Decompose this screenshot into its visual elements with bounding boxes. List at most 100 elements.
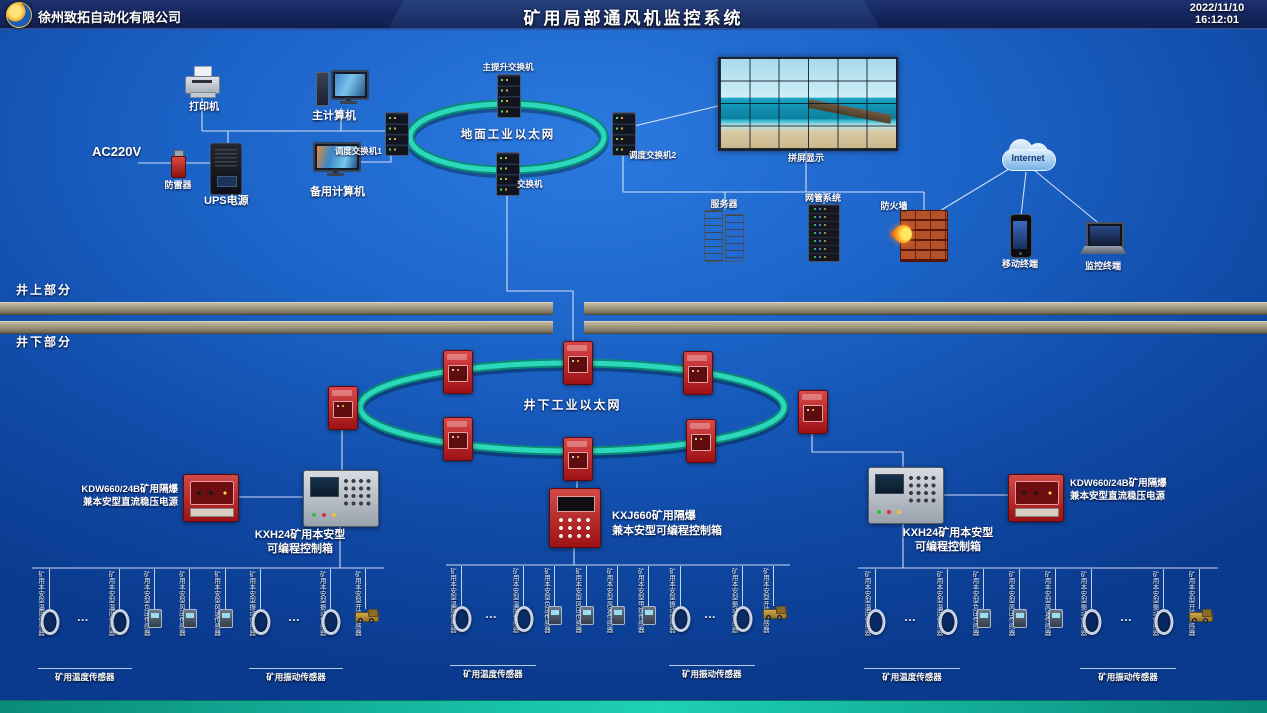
flameproof-switch-icon[interactable]: [443, 417, 473, 461]
left-programmable-control-box-icon[interactable]: [303, 470, 379, 527]
machine-sensor-icon[interactable]: [1189, 609, 1213, 623]
lightning-arrester-icon[interactable]: [170, 150, 186, 178]
sensor-ellipsis: …: [288, 610, 301, 624]
instrument-sensor-icon[interactable]: [148, 609, 163, 628]
sensor-slot: 矿用本安型温度传感器: [862, 569, 890, 669]
machine-body: [763, 609, 788, 619]
sensor-screen: [1016, 613, 1024, 618]
switch-indicator-strip: [802, 394, 822, 400]
instrument-sensor-icon[interactable]: [1049, 609, 1063, 628]
internet-label: Internet: [1011, 153, 1045, 163]
flameproof-switch-icon[interactable]: [563, 437, 593, 481]
sensor-slot: 矿用本安型振动传感器: [729, 566, 757, 666]
instrument-sensor-icon[interactable]: [1013, 609, 1027, 628]
sensor-slot: 矿用本安型温度传感器: [36, 569, 64, 669]
instrument-sensor-icon[interactable]: [548, 606, 563, 625]
control-box-buttons: [907, 474, 937, 504]
ring-sensor-icon[interactable]: [40, 609, 60, 635]
instrument-sensor-icon[interactable]: [579, 606, 594, 625]
nms-rack-icon[interactable]: [808, 204, 840, 262]
machine-sensor-icon[interactable]: [355, 609, 380, 623]
ring-sensor-icon[interactable]: [733, 606, 753, 632]
sensor-group-line: [449, 665, 537, 666]
monitor-terminal-icon[interactable]: [1080, 222, 1126, 256]
ring-sensor-icon[interactable]: [1154, 609, 1174, 635]
ring-sensor-icon[interactable]: [866, 609, 886, 635]
sensor-screen: [551, 610, 560, 615]
main-computer-icon[interactable]: [316, 70, 369, 108]
trunk-wire: [506, 192, 574, 362]
instrument-sensor-icon[interactable]: [977, 609, 991, 628]
arrester-body: [171, 156, 186, 178]
internet-cloud-icon[interactable]: Internet: [998, 136, 1058, 174]
sensor-label: 矿用本安型温度传感器: [36, 571, 44, 636]
ring-sensor-icon[interactable]: [452, 606, 472, 632]
switch-panel: [568, 452, 588, 469]
instrument-sensor-icon[interactable]: [642, 606, 657, 625]
sensor-drop-line: [742, 566, 744, 606]
flameproof-switch-icon[interactable]: [328, 386, 358, 430]
ups-panel: [217, 176, 237, 187]
ring-sensor-icon[interactable]: [110, 609, 130, 635]
sensor-slot: 矿用本安型负压传感器: [141, 569, 169, 669]
arrester-label: 防雷器: [164, 180, 192, 190]
ring-sensor-icon[interactable]: [1082, 609, 1102, 635]
sensor-drop-line: [1163, 569, 1164, 609]
printer-tray: [190, 92, 216, 98]
left-dc-power-supply-icon[interactable]: [183, 474, 239, 522]
left-power-label-line1: KDW660/24B矿用隔爆: [81, 484, 178, 495]
ring-sensor-icon[interactable]: [938, 609, 958, 635]
sensor-slot: 矿用本安型温度传感器: [510, 566, 538, 666]
flameproof-switch-icon[interactable]: [798, 390, 828, 434]
ups-label: UPS电源: [204, 195, 249, 207]
backup-computer-label: 备用计算机: [310, 186, 365, 198]
ups-icon[interactable]: [210, 143, 242, 195]
switch-indicator-strip: [567, 441, 587, 447]
power-panel: [190, 481, 234, 505]
flameproof-switch-icon[interactable]: [683, 351, 713, 395]
time-value: 16:12:01: [1194, 14, 1240, 26]
sensor-drop-line: [1199, 569, 1200, 609]
mobile-terminal-icon[interactable]: [1010, 214, 1032, 258]
machine-sensor-icon[interactable]: [763, 606, 788, 620]
flameproof-switch-icon[interactable]: [443, 350, 473, 394]
instrument-sensor-icon[interactable]: [183, 609, 198, 628]
video-wall-icon[interactable]: [718, 57, 898, 151]
printer-icon[interactable]: [184, 66, 220, 98]
switch-panel: [333, 401, 353, 418]
firewall-icon[interactable]: [890, 210, 948, 262]
dispatch-switch-1-icon[interactable]: [385, 112, 409, 156]
ring-sensor-icon[interactable]: [321, 609, 341, 635]
sensor-slot: 矿用本安型风速传感器: [1042, 569, 1070, 669]
sensor-slot: 矿用本安型温度传感器: [934, 569, 962, 669]
monitor-base: [327, 173, 344, 176]
sensor-screen: [151, 613, 160, 618]
center-programmable-control-box-icon[interactable]: [549, 488, 601, 548]
server-label: 服务器: [710, 199, 738, 209]
flameproof-switch-icon[interactable]: [563, 341, 593, 385]
sensor-drop-line: [875, 569, 876, 609]
sensor-drop-line: [648, 566, 650, 606]
firewall-label: 防火墙: [880, 201, 908, 211]
ups-vents: [215, 149, 237, 169]
instrument-sensor-icon[interactable]: [611, 606, 625, 625]
right-power-label-line2: 兼本安型直流稳压电源: [1070, 491, 1166, 502]
main-switch-icon[interactable]: [497, 74, 521, 118]
sensor-group-label: 矿用温度传感器: [55, 672, 115, 682]
switch-indicator-strip: [332, 390, 352, 396]
flameproof-switch-icon[interactable]: [686, 419, 716, 463]
sensor-slot: 矿用本安型开停传感器: [1186, 569, 1214, 669]
control-box-buttons: [557, 516, 593, 538]
power-nameplate: [1015, 508, 1059, 517]
ring-sensor-icon[interactable]: [251, 609, 271, 635]
company-logo-icon: [6, 2, 32, 28]
ring-sensor-icon[interactable]: [671, 606, 691, 632]
server-icon[interactable]: [704, 210, 744, 262]
right-dc-power-supply-icon[interactable]: [1008, 474, 1064, 522]
instrument-sensor-icon[interactable]: [218, 609, 233, 628]
ring-sensor-icon[interactable]: [514, 606, 534, 632]
control-box-buttons: [342, 477, 372, 507]
phone-home-button: [1019, 252, 1022, 255]
right-programmable-control-box-icon[interactable]: [868, 467, 944, 524]
sensor-label: 矿用本安型开停传感器: [1187, 571, 1194, 636]
